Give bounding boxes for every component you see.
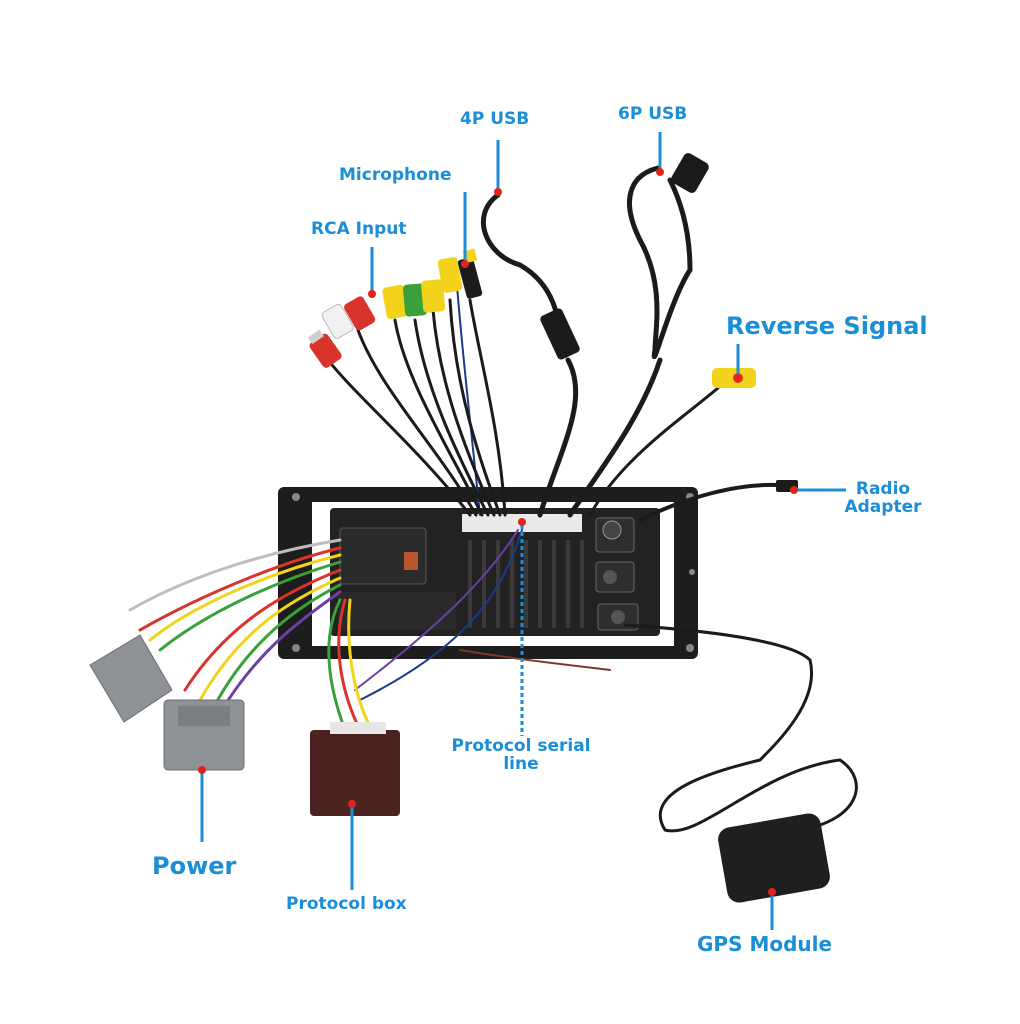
rca-cable-1 [326,358,472,517]
label-rca-input: RCA Input [311,219,407,239]
serial-wire-blue [359,529,523,701]
usb6p-cable-lower [567,357,663,518]
rca-cable-3 [393,318,484,517]
label-reverse-signal: Reverse Signal [726,312,928,340]
marker-gps [768,888,776,896]
label-radio-adapter: Radio Adapter [838,479,928,517]
protocol-box [310,722,400,816]
marker-radio [790,486,798,494]
rca-cable-5 [431,308,496,517]
rca-cable-6 [448,298,502,517]
usb6p-cable [627,165,693,360]
marker-reverse [734,374,742,382]
marker-serial [518,518,526,526]
cables [128,165,858,833]
antenna-port [602,520,622,540]
mount-hole [292,493,300,501]
gps-port [611,610,625,624]
aux-port [603,570,617,584]
gps-cable [623,623,858,833]
label-radio-adapter-line1: Radio [855,479,911,499]
heat-sink [468,540,584,628]
marker-power [198,766,206,774]
head-unit [278,487,698,659]
mount-hole [689,569,695,575]
mount-hole [686,644,694,652]
panel-vent [338,592,456,630]
label-protocol-serial-line: Protocol serial line [436,736,606,774]
usb6p-plug [671,153,709,193]
label-usb4p: 4P USB [460,109,530,129]
serial-wire-purple [354,529,519,691]
microphone-cable [468,298,507,517]
marker-usb4p [494,188,502,196]
label-protocol-box: Protocol box [286,894,407,914]
mount-hole [292,644,300,652]
label-power: Power [152,852,237,880]
marker-microphone [461,260,469,268]
power-harness-wires [128,538,374,732]
label-usb6p: 6P USB [618,104,688,124]
marker-protocol-box [348,800,356,808]
rca-plugs [307,257,463,368]
usb4p-cable-lower [537,357,579,518]
socket-latch [404,552,418,570]
marker-rca [368,290,376,298]
markers [198,168,798,896]
label-radio-adapter-line2: Adapter [844,496,922,517]
gps-module [718,813,830,903]
microphone-plug [457,248,483,299]
label-microphone: Microphone [339,165,452,185]
radio-adapter-cable [638,482,792,522]
reverse-cable [588,386,720,517]
label-protocol-serial-line1: Protocol serial [451,736,591,756]
rca-cable-2 [356,328,478,517]
marker-usb6p [656,168,664,176]
usb4p-plug [540,308,580,360]
power-connector-1 [89,634,173,723]
rca-cable-4 [413,318,490,517]
serial-wire-brown [459,649,611,671]
power-connector-2 [163,699,245,771]
label-gps-module: GPS Module [697,932,833,956]
callouts [200,132,846,930]
label-protocol-serial-line2: line [503,753,539,774]
